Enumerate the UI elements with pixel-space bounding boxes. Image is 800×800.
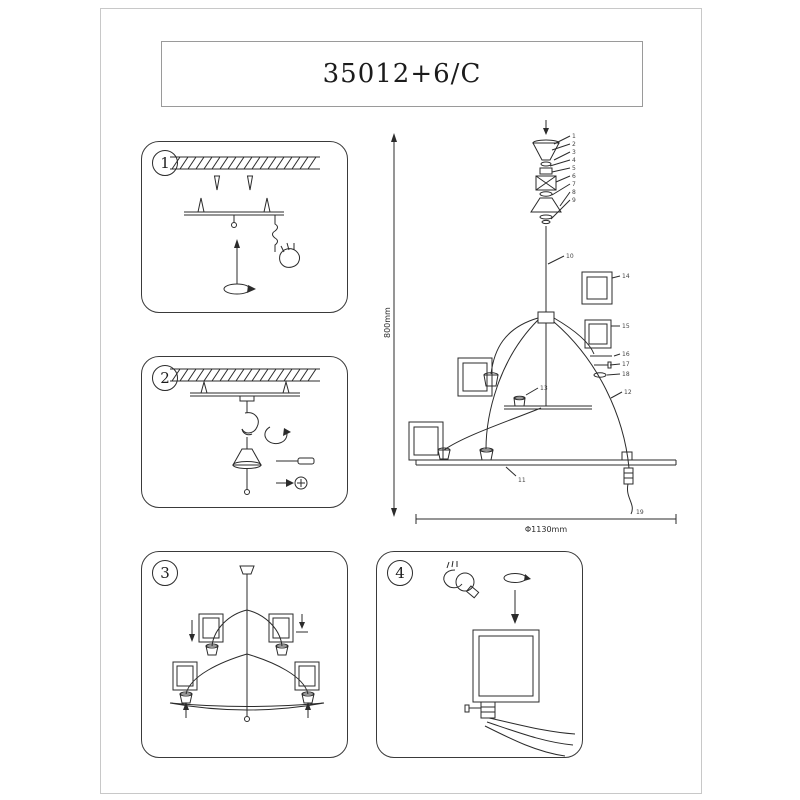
ceiling-mount-assembly [531,120,561,224]
step-1-panel: 1 [141,141,348,313]
lower-ring: 11 [416,448,676,484]
callout-rod: 10 [566,253,574,260]
callout-cup: 13 [540,385,548,392]
ceiling-hatch [170,369,320,381]
callout-wire: 12 [624,389,632,396]
diameter-dimension: Φ1130mm [416,514,676,534]
bulb-icon [456,573,479,598]
step-2-number: 2 [152,365,178,391]
upper-shades [199,614,293,642]
callout-9: 9 [572,197,576,204]
screw-rotation-symbol [224,239,256,294]
square-shade-detail [473,630,539,702]
step-4-number: 4 [387,560,413,586]
arm-wires [485,718,575,756]
exploded-view-diagram: 800mm Φ1130mm 1 2 3 4 5 6 [383,116,706,534]
step-1-illustration [142,142,347,312]
chandelier-body [170,566,324,722]
step-1-number: 1 [152,150,178,176]
step-3-number: 3 [152,560,178,586]
wall-anchors [215,176,253,190]
model-number: 35012+6/C [322,59,482,89]
callout-1: 1 [572,133,576,140]
callout-detail-2: 15 [622,323,630,330]
callout-8: 8 [572,189,576,196]
bolt-arrow-icon [276,477,307,489]
callout-2: 2 [572,141,576,148]
lower-shades [173,662,319,690]
mounting-bar [190,382,300,413]
lamp-socket: 19 [624,468,644,516]
callout-detail-3: 16 [622,351,630,358]
callout-leaders-top: 1 2 3 4 5 6 7 8 9 [550,133,576,219]
callout-socket: 19 [636,509,644,516]
step-2-illustration [142,357,347,507]
callout-ring: 11 [518,477,526,484]
upper-arms: 12 [458,318,632,468]
step-2-panel: 2 [141,356,348,508]
rotation-arrow-icon [265,427,291,444]
ceiling-hatch [170,157,320,169]
pull-cord [273,215,278,252]
height-dimension-label: 800mm [383,307,392,338]
down-arrow [511,590,519,624]
shade-detail-parts: 14 15 16 17 18 [582,272,630,378]
hanging-rod: 10 [538,226,574,323]
diameter-dimension-label: Φ1130mm [525,525,567,534]
ceiling-hook [242,413,258,435]
height-dimension: 800mm [383,133,397,517]
step-4-illustration [377,552,582,757]
callout-detail-5: 18 [622,371,630,378]
step-4-panel: 4 [376,551,583,758]
socket-detail [465,702,495,718]
screwdriver-icon [276,458,314,464]
hand-icon [280,243,300,267]
callout-4: 4 [572,157,576,164]
step-3-illustration [142,552,347,757]
callout-5: 5 [572,165,576,172]
placement-arrows [183,614,311,718]
lower-arms [409,320,541,460]
callout-detail-4: 17 [622,361,630,368]
canopy-cup [233,437,261,495]
callout-7: 7 [572,181,576,188]
callout-6: 6 [572,173,576,180]
callout-3: 3 [572,149,576,156]
middle-plate: 13 [504,323,592,409]
mounting-bar [184,198,284,228]
model-title-box: 35012+6/C [161,41,643,107]
hand-icon [444,561,462,588]
step-3-panel: 3 [141,551,348,758]
callout-detail-1: 14 [622,273,630,280]
instruction-sheet: 35012+6/C 1 [100,8,702,794]
rotation-arrow-icon [504,574,531,583]
